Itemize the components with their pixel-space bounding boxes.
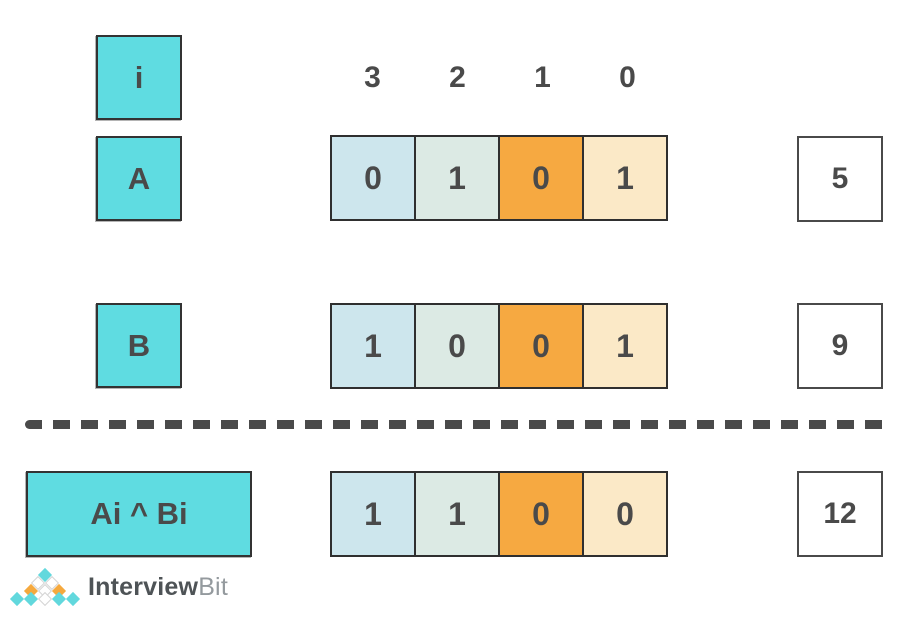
row-a-bit-1: 0 <box>498 135 584 221</box>
dashed-divider <box>25 420 889 429</box>
index-label: i <box>134 59 144 95</box>
xor-bits: 1 1 0 0 <box>330 471 668 557</box>
xor-bit-2: 1 <box>414 471 500 557</box>
row-a-decimal: 5 <box>831 162 849 195</box>
row-b-decimal: 9 <box>831 329 849 362</box>
interviewbit-logo: InterviewBit <box>9 567 228 607</box>
xor-label-box: Ai ^ Bi <box>26 471 252 557</box>
row-b-bit-2: 0 <box>414 303 500 389</box>
xor-bit-0: 0 <box>582 471 668 557</box>
xor-bit-3: 1 <box>330 471 416 557</box>
index-label-box: i <box>96 35 182 120</box>
row-b-bit-1: 0 <box>498 303 584 389</box>
bit-index-2: 2 <box>449 61 466 94</box>
bit-index-header: 3 2 1 0 <box>330 53 670 103</box>
xor-bit-1: 0 <box>498 471 584 557</box>
row-b-bits: 1 0 0 1 <box>330 303 668 389</box>
row-b-bit-3: 1 <box>330 303 416 389</box>
bit-index-1: 1 <box>534 61 551 94</box>
bit-index-0: 0 <box>619 61 636 94</box>
interviewbit-wordmark: InterviewBit <box>88 573 228 602</box>
row-a-bit-2: 1 <box>414 135 500 221</box>
row-a-bit-3: 0 <box>330 135 416 221</box>
bit-index-3: 3 <box>364 61 381 94</box>
row-a-decimal-box: 5 <box>797 136 883 222</box>
xor-label: Ai ^ Bi <box>90 496 188 531</box>
row-b-label: B <box>127 327 151 363</box>
row-b-bit-0: 1 <box>582 303 668 389</box>
brand-bold-text: Interview <box>88 572 199 601</box>
row-b-decimal-box: 9 <box>797 303 883 389</box>
row-b-label-box: B <box>96 303 182 388</box>
row-a-bits: 0 1 0 1 <box>330 135 668 221</box>
xor-decimal: 12 <box>823 497 857 530</box>
row-a-bit-0: 1 <box>582 135 668 221</box>
interviewbit-pyramid-icon <box>9 567 81 607</box>
row-a-label-box: A <box>96 136 182 221</box>
brand-light-text: Bit <box>198 572 228 601</box>
xor-decimal-box: 12 <box>797 471 883 557</box>
row-a-label: A <box>127 160 151 196</box>
